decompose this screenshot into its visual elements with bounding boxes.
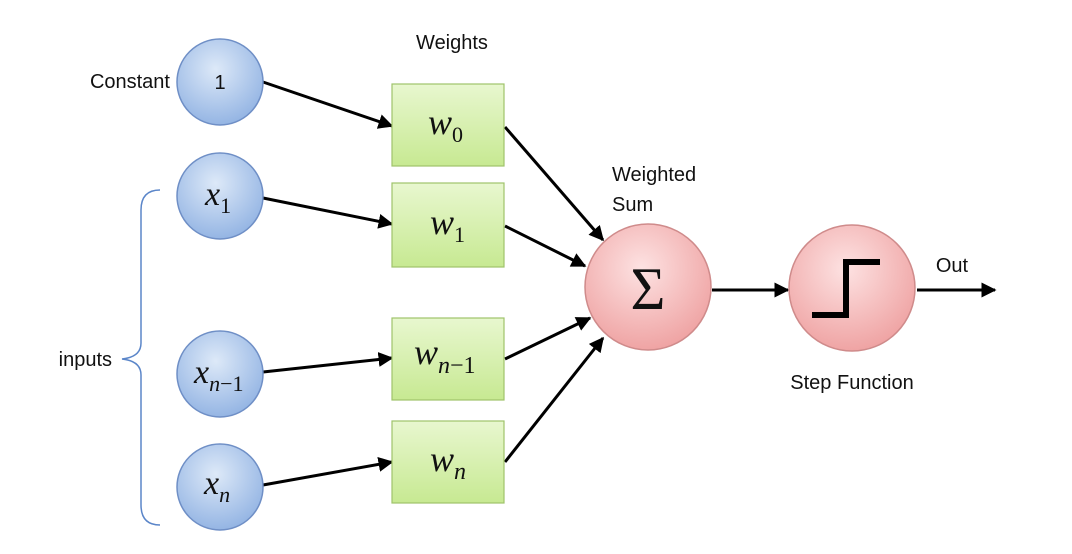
svg-text:x1: x1	[204, 176, 231, 218]
w1-base: w	[430, 202, 454, 242]
xn1-sub-rest: −1	[220, 371, 243, 396]
constant-value: 1	[214, 72, 225, 94]
step-function-label: Step Function	[790, 372, 913, 394]
w1-sub: 1	[454, 222, 465, 247]
weight-node-wn: wn	[391, 420, 505, 504]
wn1-sub-var: n	[438, 353, 450, 379]
w0-sub: 0	[452, 122, 463, 147]
edge-w0-sum	[503, 126, 605, 242]
svg-text:wn: wn	[430, 439, 466, 485]
input-node-x1: x1	[176, 152, 264, 240]
svg-text:xn: xn	[203, 465, 230, 507]
edge-wn1-sum	[504, 316, 592, 361]
out-label: Out	[936, 255, 969, 277]
edge-const-w0	[262, 80, 394, 129]
w0-base: w	[428, 102, 452, 142]
x1-base: x	[204, 176, 220, 213]
input-node-constant: 1	[176, 38, 264, 126]
wn1-sub-rest: −1	[450, 353, 476, 379]
weight-node-w0: w0	[391, 83, 505, 167]
x1-sub: 1	[220, 193, 231, 218]
svg-text:w1: w1	[430, 202, 465, 247]
wn-base: w	[430, 439, 454, 479]
wn-sub-var: n	[454, 459, 466, 485]
constant-label: Constant	[90, 71, 170, 93]
weight-node-wn-1: wn−1	[391, 317, 505, 401]
weighted-sum-label-line2: Sum	[612, 194, 653, 216]
inputs-brace	[121, 189, 161, 526]
wn1-base: w	[414, 332, 438, 372]
xn1-base: x	[193, 354, 209, 391]
step-icon	[812, 259, 880, 318]
weight-node-w1: w1	[391, 182, 505, 268]
edge-xn1-wn1	[262, 352, 394, 374]
sum-symbol: Σ	[631, 256, 666, 322]
inputs-label: inputs	[59, 349, 112, 371]
svg-text:xn−1: xn−1	[193, 354, 244, 396]
input-node-xn: xn	[176, 443, 264, 531]
input-node-xn-1: xn−1	[176, 330, 264, 418]
svg-text:w0: w0	[428, 102, 463, 147]
weighted-sum-node: Σ	[584, 223, 712, 351]
edge-wn-sum	[503, 336, 605, 463]
edge-w1-sum	[504, 224, 587, 268]
svg-text:wn−1: wn−1	[414, 332, 476, 379]
xn1-sub-var: n	[209, 371, 220, 396]
step-function-node	[788, 224, 916, 352]
edge-xn-wn	[262, 456, 394, 487]
weighted-sum-label-line1: Weighted	[612, 164, 696, 186]
xn-sub-var: n	[219, 482, 230, 507]
xn-base: x	[203, 465, 219, 502]
edge-x1-w1	[262, 196, 394, 229]
weights-label: Weights	[416, 32, 488, 54]
